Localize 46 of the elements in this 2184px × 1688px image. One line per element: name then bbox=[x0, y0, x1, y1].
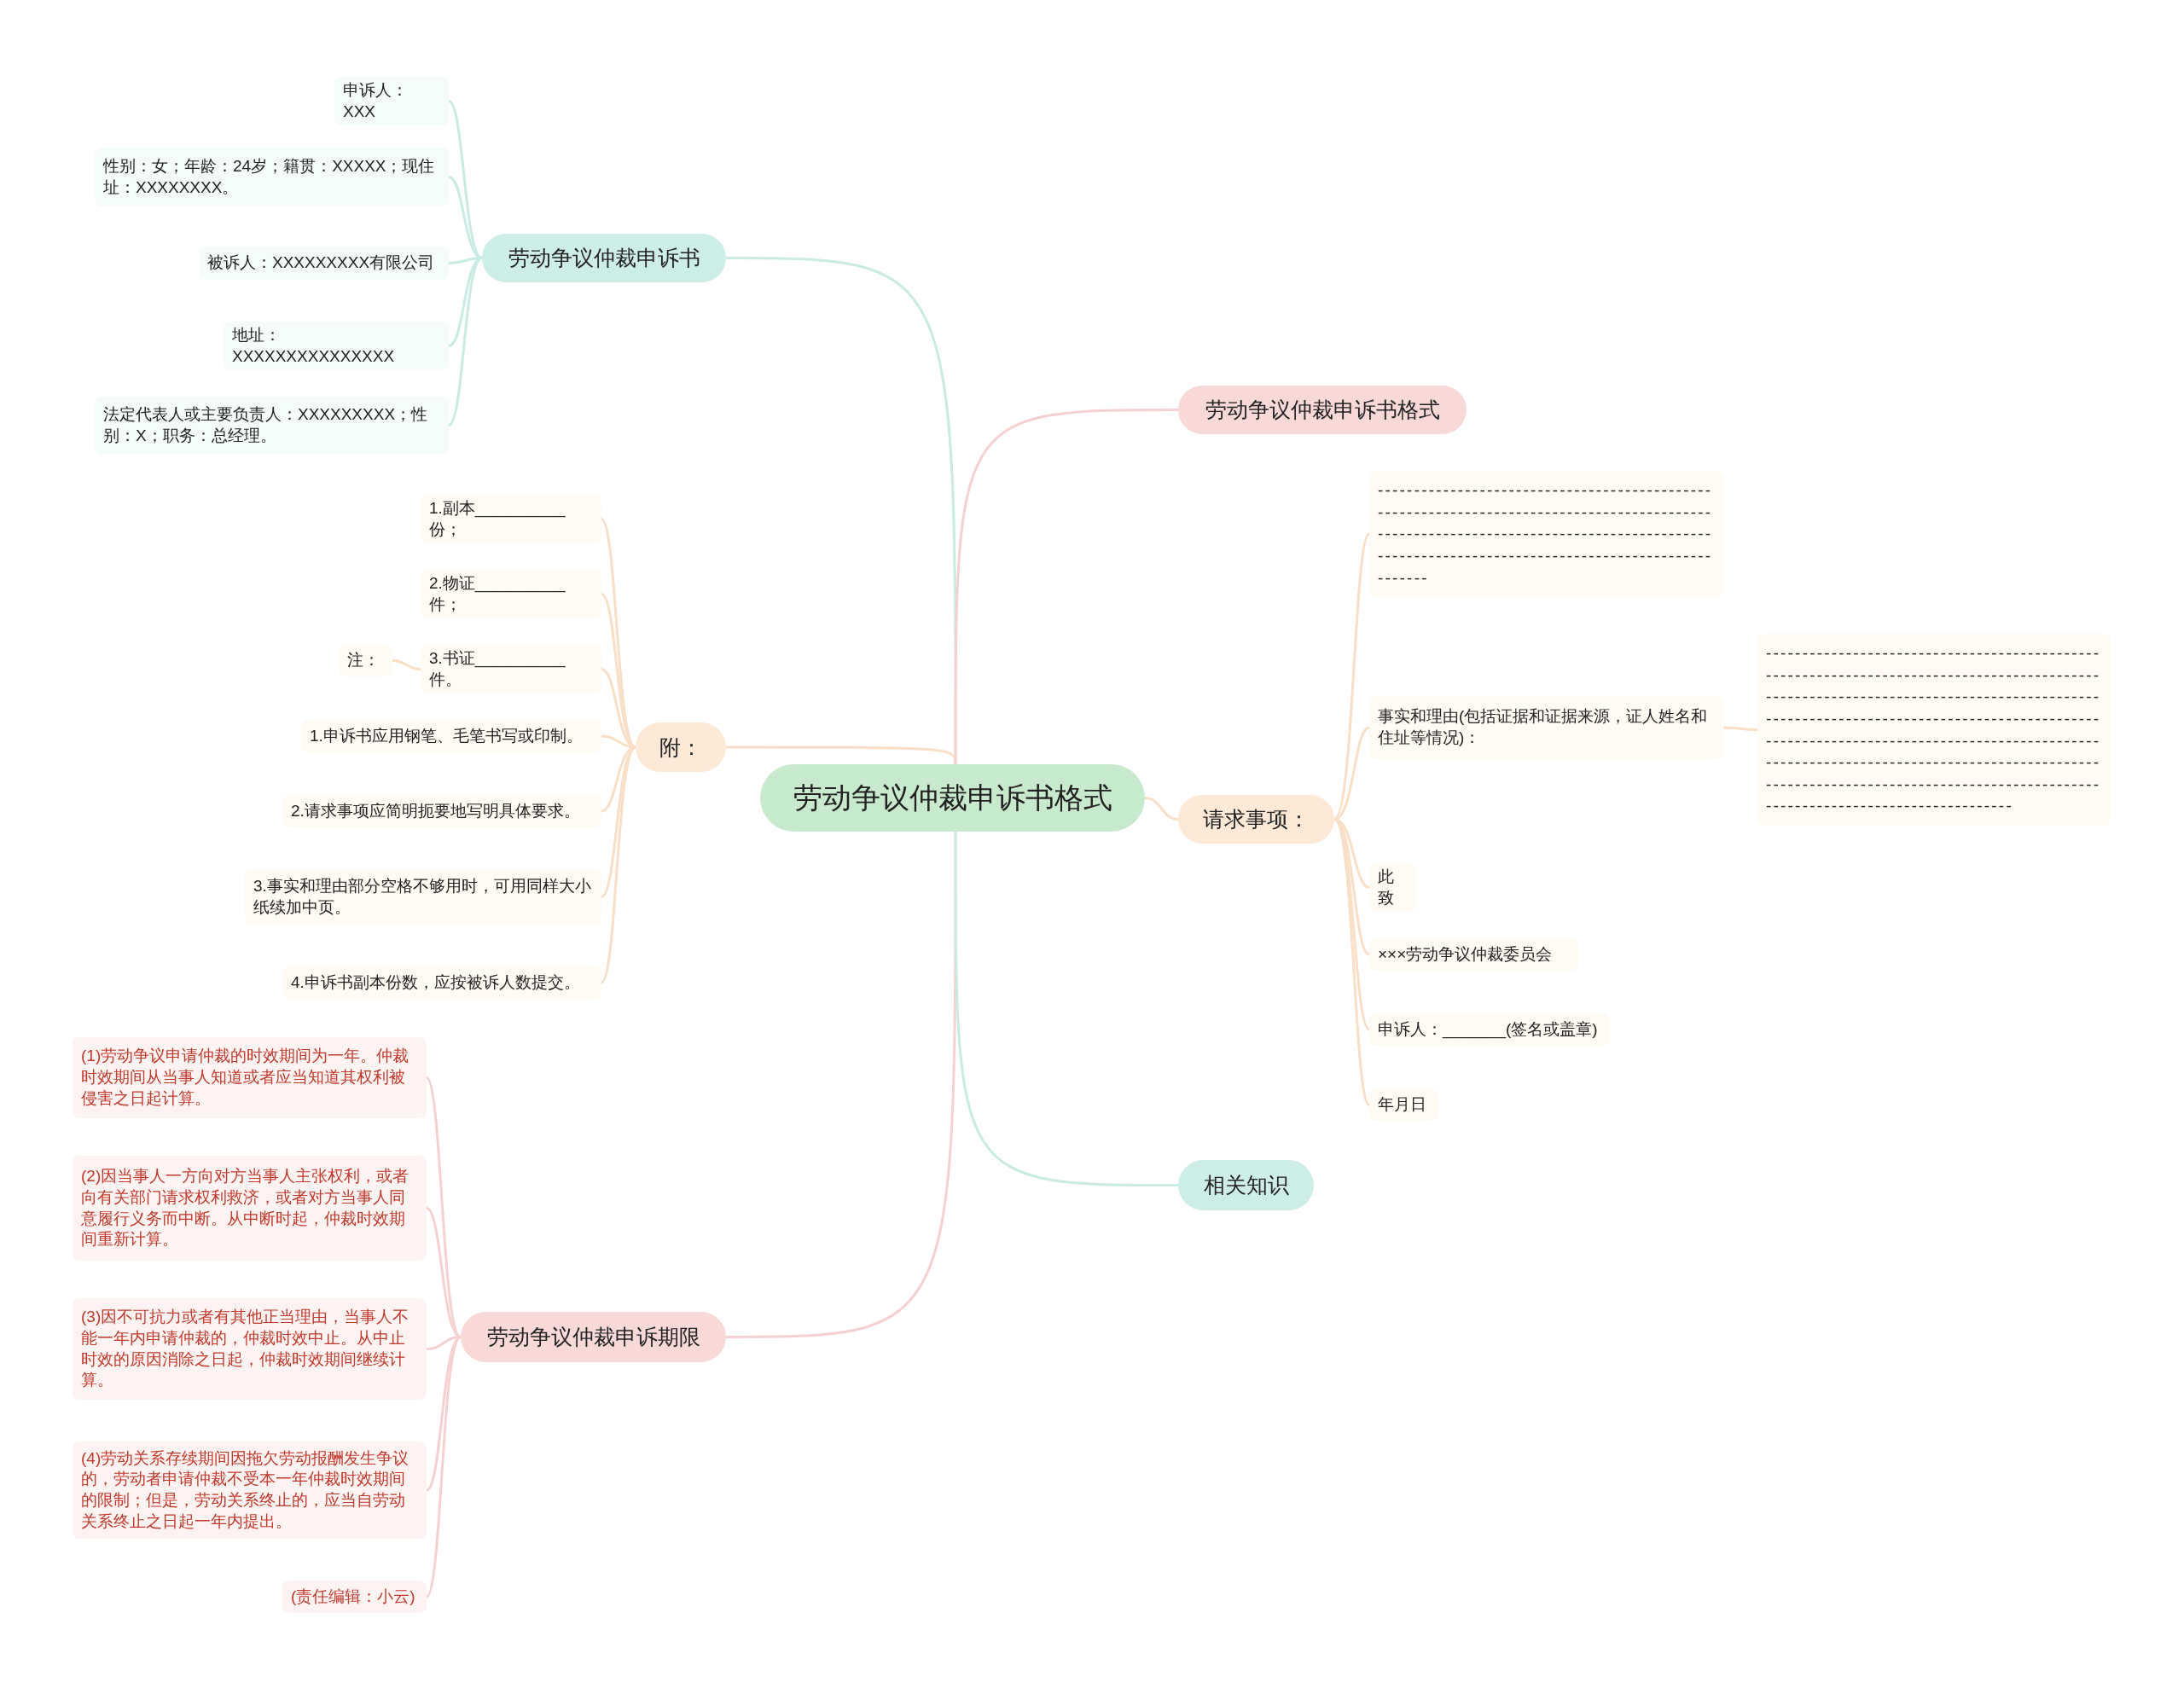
connector-line bbox=[448, 257, 483, 426]
note-box: (3)因不可抗力或者有其他正当理由，当事人不能一年内申请仲裁的，仲裁时效中止。从中止时效的原因消除之日起，仲裁时效期间继续计算。 bbox=[73, 1298, 427, 1400]
topic-pill: 请求事项： bbox=[1178, 795, 1334, 844]
note-box: 注： bbox=[339, 645, 392, 676]
note-box: 法定代表人或主要负责人：XXXXXXXXX；性别：X；职务：总经理。 bbox=[95, 397, 449, 454]
note-box: 地址：XXXXXXXXXXXXXXX bbox=[224, 322, 449, 371]
note-box: (责任编辑：小云) bbox=[282, 1581, 427, 1613]
note-box: 此致 bbox=[1369, 863, 1416, 913]
connector-line bbox=[726, 745, 957, 765]
topic-pill: 劳动争议仲裁申诉书 bbox=[482, 234, 726, 282]
connector-line bbox=[1333, 533, 1371, 821]
connector-line bbox=[1723, 726, 1757, 731]
note-box: 被诉人：XXXXXXXXX有限公司 bbox=[199, 247, 449, 280]
note-box: 3.事实和理由部分空格不够用时，可用同样大小纸续加中页。 bbox=[245, 869, 601, 925]
note-box: (4)劳动关系存续期间因拖欠劳动报酬发生争议的，劳动者申请仲裁不受本一年仲裁时效期间的限制；但是，劳动关系终止的，应当自劳动关系终止之日起一年内提出。 bbox=[73, 1441, 427, 1539]
central-topic: 劳动争议仲裁申诉书格式 bbox=[760, 764, 1145, 832]
connector-line bbox=[1333, 818, 1371, 1106]
note-box: 1.申诉书应用钢笔、毛笔书写或印制。 bbox=[301, 720, 601, 752]
note-box: 2.请求事项应简明扼要地写明具体要求。 bbox=[282, 795, 601, 827]
connector-line bbox=[448, 176, 483, 259]
connector-line bbox=[954, 409, 1178, 764]
note-box: 性别：女；年龄：24岁；籍贯：XXXXX；现住址：XXXXXXXX。 bbox=[95, 148, 449, 206]
connector-line bbox=[1144, 797, 1179, 821]
note-box: 申诉人：_______(签名或盖章) bbox=[1369, 1013, 1610, 1046]
note-box: 2.物证__________件； bbox=[421, 570, 601, 619]
note-box: 事实和理由(包括证据和证据来源，证人姓名和住址等情况)： bbox=[1369, 696, 1723, 759]
note-box: (1)劳动争议申请仲裁的时效期间为一年。仲裁时效期间从当事人知道或者应当知道其权利被侵害之日起计算。 bbox=[73, 1037, 427, 1118]
note-box: (2)因当事人一方向对方当事人主张权利，或者向有关部门请求权利救济，或者对方当事人同意履行义务而中断。从中断时起，仲裁时效期间重新计算。 bbox=[73, 1156, 427, 1261]
note-box: 4.申诉书副本份数，应按被诉人数提交。 bbox=[282, 966, 601, 999]
topic-pill: 附： bbox=[636, 722, 726, 772]
note-box: 年月日 bbox=[1369, 1089, 1438, 1121]
connector-line bbox=[425, 1336, 462, 1598]
connector-line bbox=[954, 832, 1178, 1186]
dashed-fill-lines: -------------------------------------------------------------------------------------------------------------------------------------------------------------------------------------------------------------------------------------------------------------------------------------------------------------------------------------------------------------------- bbox=[1757, 634, 2111, 827]
note-box: 1.副本__________份； bbox=[421, 495, 601, 544]
topic-pill: 劳动争议仲裁申诉期限 bbox=[461, 1312, 726, 1362]
topic-pill: 相关知识 bbox=[1178, 1160, 1314, 1210]
note-box: 申诉人：XXX bbox=[334, 77, 449, 126]
note-box: 3.书证__________件。 bbox=[421, 645, 601, 694]
connector-line bbox=[448, 257, 483, 347]
note-box: ×××劳动争议仲裁委员会 bbox=[1369, 938, 1578, 971]
topic-pill: 劳动争议仲裁申诉书格式 bbox=[1178, 386, 1467, 434]
connector-line bbox=[425, 1076, 462, 1338]
connector-line bbox=[392, 659, 421, 670]
dashed-fill-lines: ----------------------------------------------------------------------------------------------------------------------------------------------------------------------------------------------- bbox=[1369, 471, 1723, 598]
connector-line bbox=[726, 832, 957, 1338]
